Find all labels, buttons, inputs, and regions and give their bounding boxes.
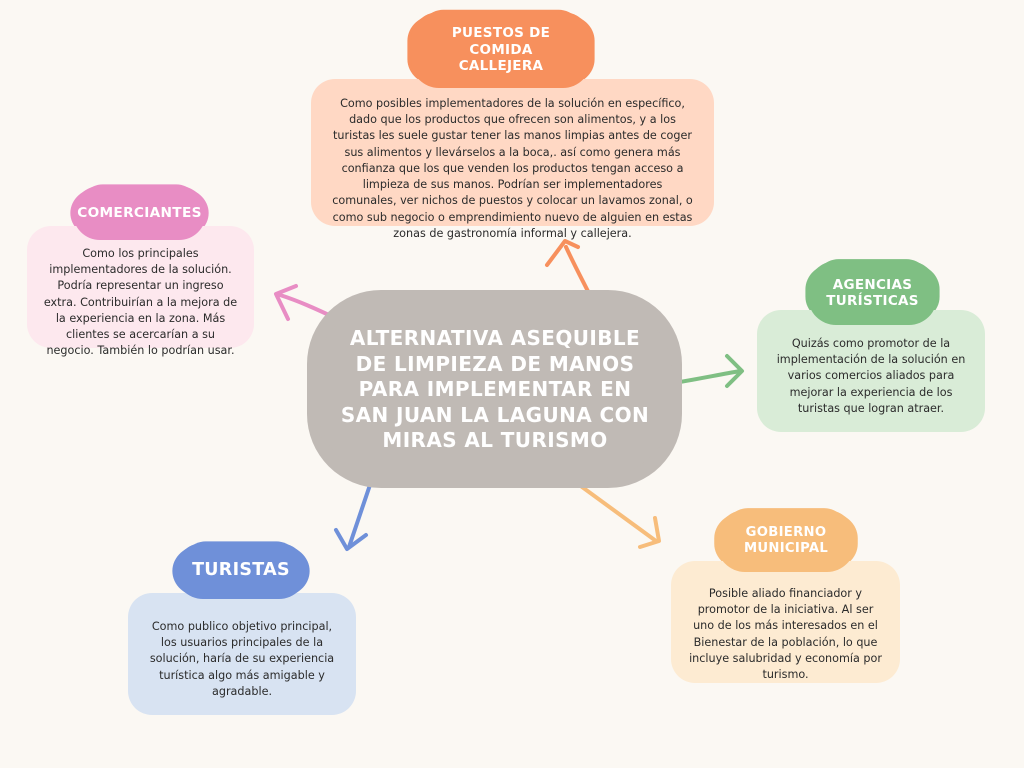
agencias-description-card: Quizás como promotor de la implementació… (757, 310, 985, 432)
puestos-description-text: Como posibles implementadores de la solu… (332, 97, 693, 240)
arrow-head-puestos (545, 239, 580, 267)
gobierno-description-card: Posible aliado financiador y promotor de… (671, 561, 900, 683)
central-topic-cloud (317, 300, 672, 478)
turistas-description-card: Como publico objetivo principal, los usu… (128, 593, 356, 715)
arrow-head-turistas (334, 528, 368, 551)
gobierno-description-text: Posible aliado financiador y promotor de… (689, 587, 882, 682)
comerciantes-description-text: Como los principales implementadores de … (43, 247, 238, 358)
central-topic-title: ALTERNATIVA ASEQUIBLE DE LIMPIEZA DE MAN… (340, 326, 650, 453)
puestos-description-card: Como posibles implementadores de la solu… (311, 79, 714, 240)
arrow-head-agencias (725, 354, 744, 388)
agencias-description-text: Quizás como promotor de la implementació… (776, 337, 966, 415)
comerciantes-title: COMERCIANTES (73, 186, 206, 240)
agencias-title: AGENCIAS TURÍSTICAS (808, 261, 937, 325)
puestos-title: PUESTOS DE COMIDA CALLEJERA (411, 12, 591, 88)
arrow-to-gobierno (576, 482, 658, 543)
gobierno-title: GOBIERNO MUNICIPAL (717, 510, 855, 572)
arrow-to-turistas (347, 477, 374, 549)
arrow-head-gobierno (638, 516, 661, 549)
comerciantes-description-card: Como los principales implementadores de … (27, 226, 254, 357)
turistas-title: TURISTAS (175, 543, 307, 599)
arrow-head-comerciantes (274, 284, 298, 321)
arrow-to-agencias (665, 369, 742, 386)
turistas-description-text: Como publico objetivo principal, los usu… (149, 620, 335, 698)
